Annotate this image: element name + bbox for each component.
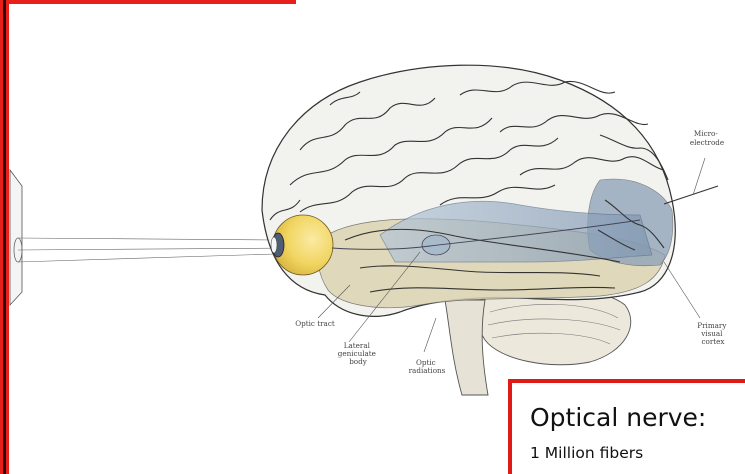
- label-microelectrode-2: electrode: [690, 138, 724, 147]
- dark-frame-stripe: [3, 0, 6, 474]
- stimulus-screen: [10, 170, 22, 305]
- microelectrode: [664, 186, 718, 204]
- brainstem: [445, 300, 488, 395]
- callout-subtitle: 1 Million fibers: [530, 444, 643, 462]
- label-optic-tract: Optic tract: [295, 319, 335, 328]
- svg-text:Primary visual: Primary visual cortex: [697, 321, 728, 346]
- svg-text:Optic radiations: Optic radiations: [409, 358, 446, 375]
- callout-title: Optical nerve:: [530, 403, 706, 432]
- label-lgb-3: body: [349, 357, 368, 366]
- optical-nerve-callout: Optical nerve: 1 Million fibers: [508, 379, 745, 474]
- label-primary-visual-cortex-3: cortex: [702, 337, 725, 346]
- red-frame-top: [0, 0, 296, 4]
- light-beam: [18, 238, 300, 262]
- label-optic-radiations-2: radiations: [409, 366, 446, 375]
- cerebral-hemisphere: [262, 65, 675, 316]
- label-microelectrode-1: Micro-: [694, 129, 718, 138]
- svg-text:Lateral geniculate: Lateral geniculate body: [338, 341, 378, 366]
- svg-text:Micro- electrode: Micro- electrode: [690, 129, 724, 147]
